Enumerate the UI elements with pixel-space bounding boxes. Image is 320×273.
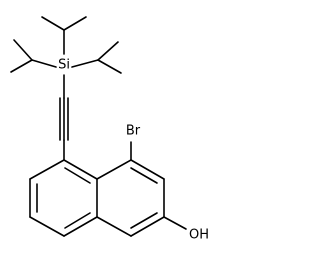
bond-ch-me-left-down (10, 59, 33, 73)
double-bond-c6-c5-inner (130, 212, 158, 229)
ring-bond-c3-c4 (29, 216, 65, 237)
bond-ch-me-left-up (13, 39, 33, 61)
ring-bond-c8a-c8 (96, 159, 132, 180)
triisopropylsilyl-group: Si (10, 16, 122, 74)
ring-bond-c8-c7 (130, 159, 165, 180)
double-bond-c8-c7-inner (130, 167, 158, 184)
ring-bond-c1-c2 (29, 159, 65, 180)
bond-si-ch-right (71, 59, 99, 68)
ring-bond-c4-c4a (63, 216, 98, 237)
double-bond-c4-c4a-inner (64, 212, 91, 229)
bond-ring-oh (163, 216, 187, 230)
bond-ch-me-right-down (97, 59, 122, 74)
oh-atom-label: OH (189, 228, 209, 243)
alkyne-triple-bond (59, 97, 69, 141)
ring-bond-c6-c5 (130, 216, 165, 237)
chemical-structure: Si Br OH (10, 16, 209, 243)
bond-si-ch-left (31, 59, 57, 68)
naphthalene-core (29, 159, 165, 237)
si-atom-label: Si (58, 58, 70, 73)
double-bond-c1-c8a-inner (64, 167, 91, 184)
bond-ch-me-right-up (97, 41, 119, 61)
ring-bond-c5-c4a (96, 216, 132, 237)
ring-bond-c8a-c1 (63, 159, 98, 180)
bond-ch-me-top-right (63, 16, 87, 31)
br-atom-label: Br (126, 124, 141, 139)
bond-ch-me-top-left (41, 16, 65, 31)
